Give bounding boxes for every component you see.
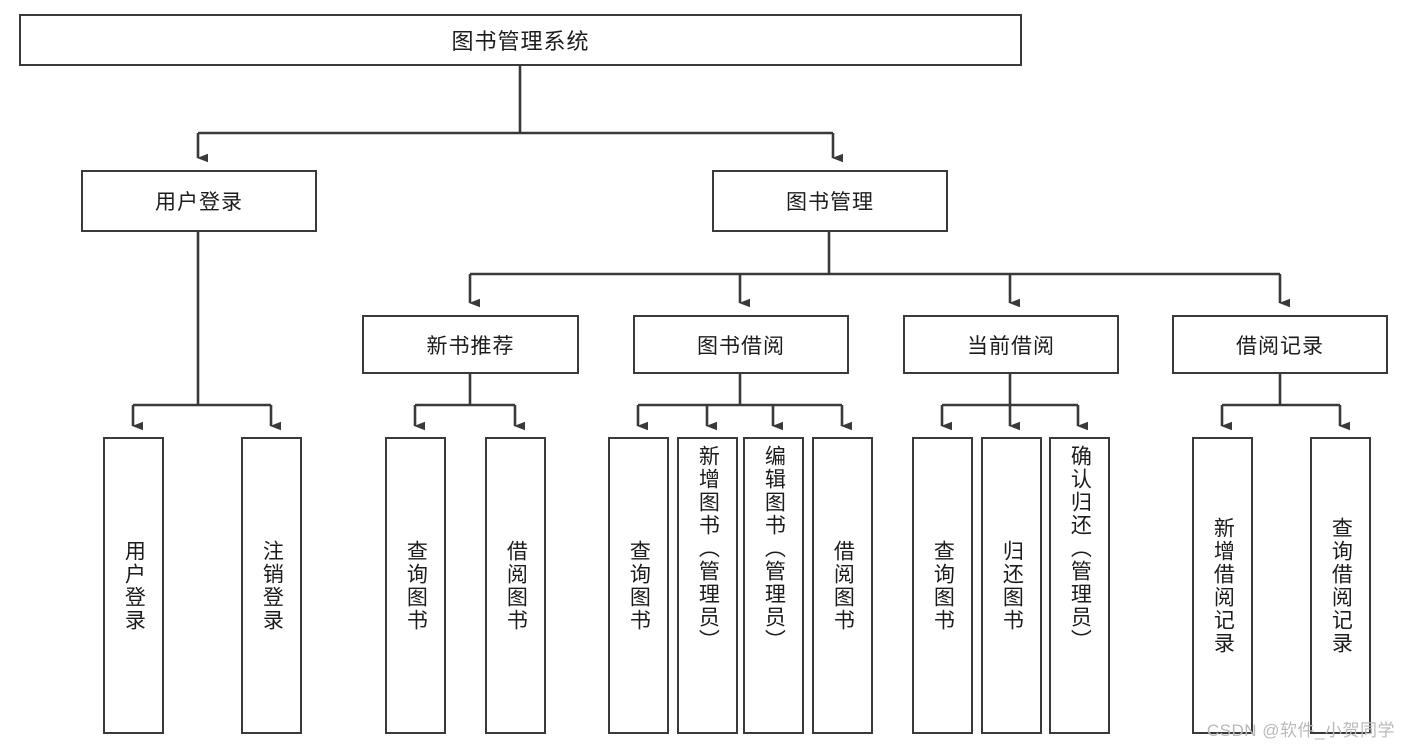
leaf-content: 查询借阅记录 (1312, 439, 1369, 732)
leaf-content: 新增借阅记录 (1194, 439, 1251, 732)
leaf-logout-login[interactable]: 注销登录 (241, 437, 302, 734)
node-label: 查询图书 (627, 539, 651, 632)
leaf-borrow-book[interactable]: 借阅图书 (812, 437, 873, 734)
node-label: 查询图书 (404, 539, 428, 632)
node-label: 用户登录 (122, 539, 146, 632)
leaf-query-borrow-record[interactable]: 查询借阅记录 (1310, 437, 1371, 734)
node-book-management[interactable]: 图书管理 (712, 170, 948, 232)
node-label: 查询图书 (931, 539, 955, 632)
leaf-content: 借阅图书 (814, 439, 871, 732)
leaf-content: 用户登录 (105, 439, 162, 732)
leaf-borrow-book-recommend[interactable]: 借阅图书 (485, 437, 546, 734)
node-root-book-management-system[interactable]: 图书管理系统 (19, 14, 1022, 66)
leaf-user-login[interactable]: 用户登录 (103, 437, 164, 734)
node-user-login[interactable]: 用户登录 (81, 170, 317, 232)
leaf-query-book-recommend[interactable]: 查询图书 (385, 437, 446, 734)
node-book-borrow[interactable]: 图书借阅 (633, 315, 849, 374)
leaf-content: 查询图书 (914, 439, 971, 732)
leaf-confirm-return-admin[interactable]: 确认归还（管理员） (1049, 437, 1110, 734)
leaf-return-book[interactable]: 归还图书 (981, 437, 1042, 734)
node-label: 确认归还（管理员） (1068, 445, 1092, 652)
node-label: 借阅图书 (831, 539, 855, 632)
leaf-content: 查询图书 (610, 439, 667, 732)
node-label: 新增借阅记录 (1211, 516, 1235, 655)
node-label: 借阅图书 (504, 539, 528, 632)
leaf-edit-book-admin[interactable]: 编辑图书（管理员） (743, 437, 804, 734)
node-new-book-recommend[interactable]: 新书推荐 (362, 315, 579, 374)
node-label: 注销登录 (260, 539, 284, 632)
node-borrow-record[interactable]: 借阅记录 (1172, 315, 1388, 374)
node-label: 查询借阅记录 (1329, 516, 1353, 655)
node-label: 新书推荐 (426, 334, 515, 358)
node-label: 借阅记录 (1236, 334, 1324, 358)
leaf-query-book-borrow[interactable]: 查询图书 (608, 437, 669, 734)
node-current-borrow[interactable]: 当前借阅 (903, 315, 1119, 374)
node-label: 当前借阅 (967, 334, 1055, 358)
node-label: 图书管理 (786, 191, 874, 214)
node-label: 图书管理系统 (451, 29, 590, 54)
leaf-content: 归还图书 (983, 439, 1040, 732)
leaf-content: 编辑图书（管理员） (745, 439, 802, 738)
leaf-add-borrow-record[interactable]: 新增借阅记录 (1192, 437, 1253, 734)
node-label: 编辑图书（管理员） (762, 445, 786, 652)
leaf-content: 查询图书 (387, 439, 444, 732)
leaf-add-book-admin[interactable]: 新增图书（管理员） (677, 437, 738, 734)
leaf-content: 借阅图书 (487, 439, 544, 732)
node-label: 图书借阅 (697, 334, 785, 358)
leaf-content: 确认归还（管理员） (1051, 439, 1108, 738)
leaf-query-book-current[interactable]: 查询图书 (912, 437, 973, 734)
leaf-content: 注销登录 (243, 439, 300, 732)
node-label: 用户登录 (155, 191, 243, 214)
watermark-csdn: CSDN @软件_小贺同学 (1206, 721, 1395, 740)
node-label: 归还图书 (1000, 539, 1024, 632)
leaf-content: 新增图书（管理员） (679, 439, 736, 738)
node-label: 新增图书（管理员） (696, 445, 720, 652)
